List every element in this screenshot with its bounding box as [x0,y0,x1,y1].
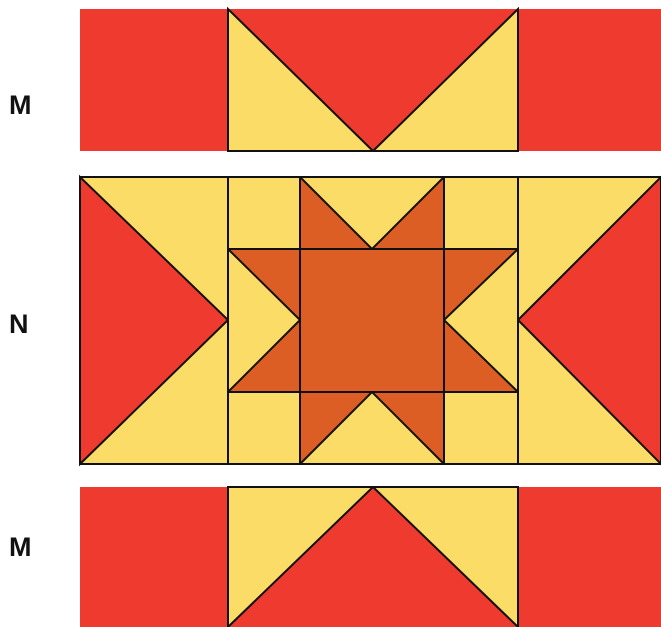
star-center-square [300,249,444,392]
m-row-top [80,9,661,151]
star-corner-bottom-right [444,392,518,464]
m-bottom-right-red-block [518,487,661,627]
m-row-bottom [80,487,661,627]
m-bottom-left-red-block [80,487,228,627]
m-top-right-red-block [518,9,661,151]
m-top-left-red-block [80,9,228,151]
star-corner-top-right [444,177,518,249]
star-corner-bottom-left [228,392,300,464]
n-row [80,177,661,464]
star-corner-top-left [228,177,300,249]
